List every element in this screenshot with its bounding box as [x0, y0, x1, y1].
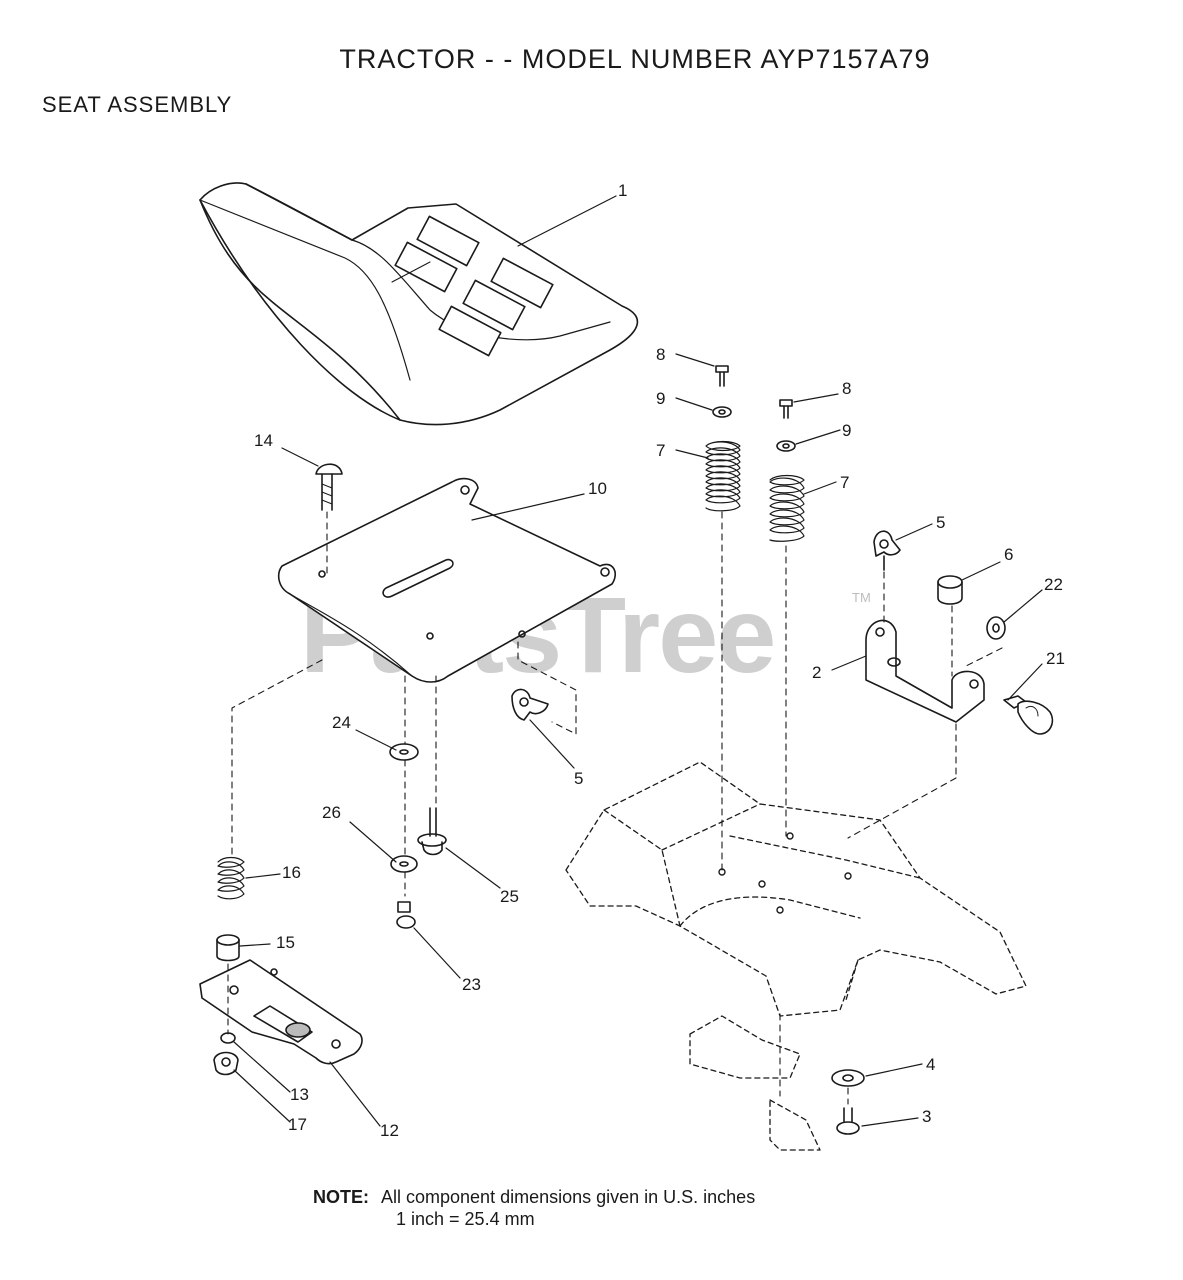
washer-24-part[interactable] [389, 743, 419, 761]
washer-4-part[interactable] [831, 1069, 865, 1087]
washer-9-right-part[interactable] [776, 440, 796, 452]
section-title: SEAT ASSEMBLY [42, 92, 233, 117]
callout-screw-3: 3 [922, 1107, 931, 1126]
spring-16-part[interactable] [217, 856, 245, 900]
callout-spring-7-left: 7 [656, 441, 665, 460]
callout-bushing-15: 15 [276, 933, 295, 952]
callout-bracket-2: 2 [812, 663, 821, 682]
callout-screw-8-right: 8 [842, 379, 851, 398]
washer-26-part[interactable] [390, 855, 418, 873]
frame-holes [718, 832, 852, 914]
callout-spacer-6: 6 [1004, 545, 1013, 564]
carriage-bolt-part[interactable] [315, 463, 343, 511]
note-line-1: All component dimensions given in U.S. i… [381, 1187, 756, 1207]
spacer-part[interactable] [937, 575, 963, 605]
seat-pan-part[interactable] [277, 477, 616, 683]
screw-8-right-part[interactable] [779, 399, 793, 419]
callout-nut-17: 17 [288, 1115, 307, 1134]
callout-washer-22: 22 [1044, 575, 1063, 594]
callout-washer-9-left: 9 [656, 389, 665, 408]
callout-labels: 1 14 10 8 9 7 8 9 7 5 6 22 21 2 5 24 26 … [254, 181, 1065, 1140]
callout-washer-26: 26 [322, 803, 341, 822]
wing-nut-bottom-part[interactable] [511, 688, 549, 721]
assembly-guide-lines [227, 511, 1003, 1105]
callout-wing-nut-top: 5 [936, 513, 945, 532]
knob-part[interactable] [1003, 695, 1054, 735]
note-line-2: 1 inch = 25.4 mm [396, 1209, 535, 1229]
callout-knob-21: 21 [1046, 649, 1065, 668]
callout-nut-13: 13 [290, 1085, 309, 1104]
mounting-plate-part[interactable] [199, 959, 363, 1065]
callout-nut-23: 23 [462, 975, 481, 994]
seat-bracket-part[interactable] [865, 619, 985, 723]
spring-right-part[interactable] [769, 474, 805, 542]
callout-washer-24: 24 [332, 713, 351, 732]
callout-washer-4: 4 [926, 1055, 935, 1074]
callout-bolt-14: 14 [254, 431, 273, 450]
dimension-note: NOTE: All component dimensions given in U… [313, 1186, 756, 1229]
washer-9-left-part[interactable] [712, 406, 732, 418]
callout-seat-pan: 10 [588, 479, 607, 498]
callout-wing-nut-bottom: 5 [574, 769, 583, 788]
callout-plate-12: 12 [380, 1121, 399, 1140]
page-title: TRACTOR - - MODEL NUMBER AYP7157A79 [339, 44, 931, 74]
callout-washer-9-right: 9 [842, 421, 851, 440]
screw-25-part[interactable] [417, 807, 447, 856]
nut-23-part[interactable] [396, 901, 416, 929]
tractor-frame-part [565, 761, 1027, 1151]
screw-3-part[interactable] [836, 1107, 860, 1135]
watermark-trademark: TM [852, 590, 871, 605]
callout-seat: 1 [618, 181, 627, 200]
wing-nut-top-part[interactable] [873, 530, 901, 571]
screw-8-left-part[interactable] [715, 365, 729, 387]
bushing-part[interactable] [216, 934, 240, 962]
seat-part[interactable] [199, 182, 639, 426]
callout-leaders [233, 195, 1043, 1127]
callout-screw-25: 25 [500, 887, 519, 906]
spring-left-part[interactable] [705, 440, 741, 512]
washer-22-part[interactable] [986, 616, 1006, 640]
callout-spring-7-right: 7 [840, 473, 849, 492]
nut-17-part[interactable] [213, 1051, 239, 1076]
callout-spring-16: 16 [282, 863, 301, 882]
callout-screw-8-left: 8 [656, 345, 665, 364]
note-label: NOTE: [313, 1187, 369, 1207]
